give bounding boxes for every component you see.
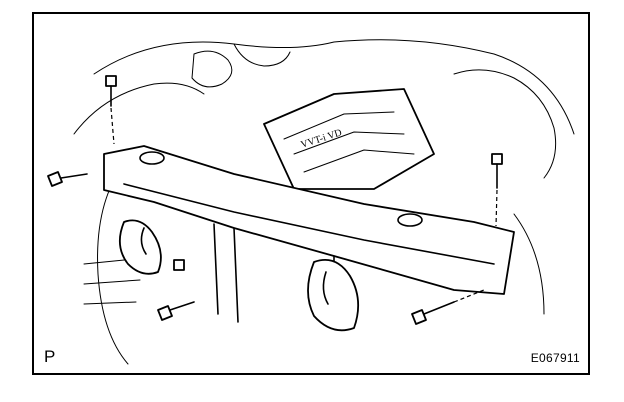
bolt-icon: [47, 75, 503, 325]
engine-cover-icon: VVT-i VD: [263, 88, 435, 190]
horn-icon: [118, 219, 360, 332]
radiator-support-icon: [103, 145, 515, 323]
engine-bay-drawing: VVT-i VD: [47, 39, 575, 365]
diagram-frame: VVT-i VD: [32, 12, 590, 375]
view-letter: P: [44, 347, 56, 366]
figure-code: E067911: [530, 351, 580, 365]
